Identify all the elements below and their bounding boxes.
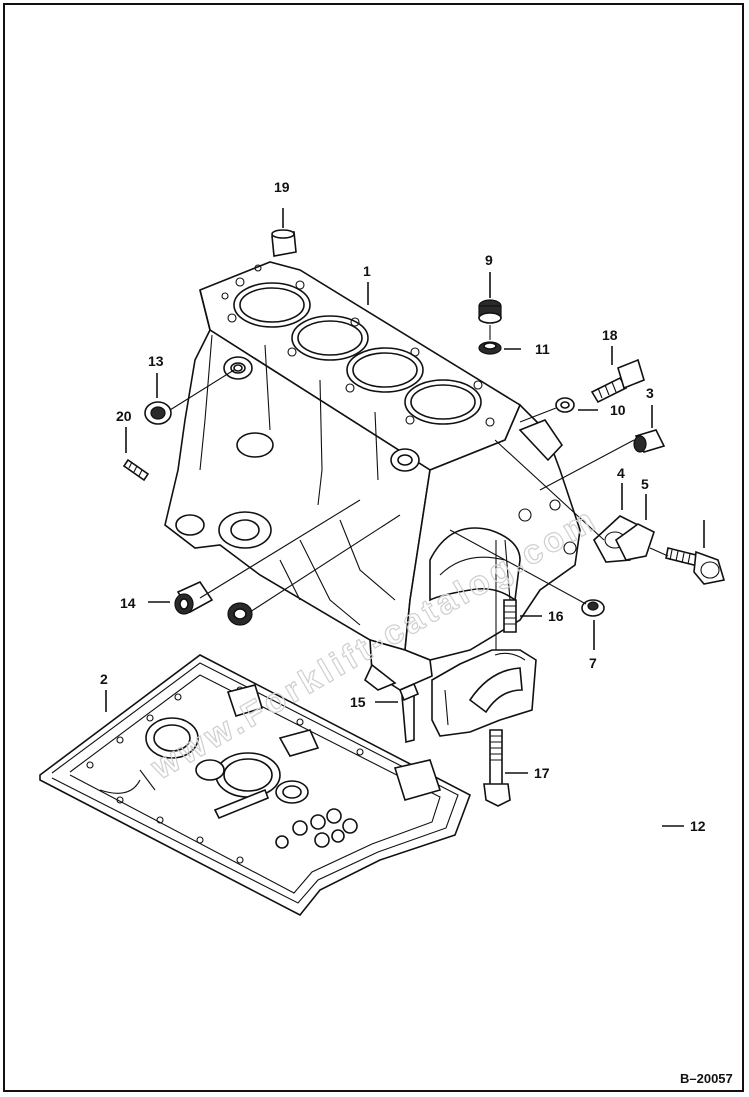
part-13-bushing <box>174 580 214 615</box>
part-19-pin <box>122 458 150 482</box>
leader-lines <box>105 208 705 827</box>
callout-11: 11 <box>535 341 550 357</box>
callout-12: 13 <box>148 353 164 369</box>
cylinder-block <box>164 261 581 691</box>
gasket-set <box>39 654 471 917</box>
part-12-seal <box>144 364 243 425</box>
part-18-plug <box>271 229 297 257</box>
callout-10: 12 <box>690 818 706 834</box>
callout-labels: 19 1 9 11 18 13 3 10 20 4 5 14 16 7 2 15… <box>100 179 706 834</box>
callout-4: 4 <box>617 465 625 481</box>
callout-7: 7 <box>589 655 597 671</box>
callout-1: 1 <box>363 263 371 279</box>
part-16-bolt <box>483 729 511 807</box>
part-20-bolt <box>665 547 726 585</box>
part-11-washer <box>478 341 502 355</box>
seal-ring <box>227 602 253 626</box>
part-3-plug <box>633 429 666 453</box>
callout-14: 15 <box>350 694 366 710</box>
callout-15: 16 <box>548 608 564 624</box>
callout-8: 9 <box>485 252 493 268</box>
figure-id: B–20057 <box>680 1071 733 1086</box>
callout-3: 3 <box>646 385 654 401</box>
callout-17: 18 <box>602 327 618 343</box>
part-7-plug <box>581 599 605 617</box>
part-17-bolt <box>590 358 645 404</box>
part-14-pin <box>398 682 420 744</box>
part-10-bearing-cap <box>431 649 537 737</box>
part-9-washer <box>555 397 575 413</box>
callout-18: 19 <box>274 179 290 195</box>
callout-2: 2 <box>100 671 108 687</box>
part-8-plug <box>478 299 502 324</box>
callout-19: 20 <box>116 408 132 424</box>
part-15-stud <box>503 599 517 633</box>
callout-5: 5 <box>641 476 649 492</box>
part-5-cover <box>614 523 655 561</box>
callout-13: 14 <box>120 595 136 611</box>
callout-16: 17 <box>534 765 550 781</box>
callout-9: 10 <box>610 402 626 418</box>
